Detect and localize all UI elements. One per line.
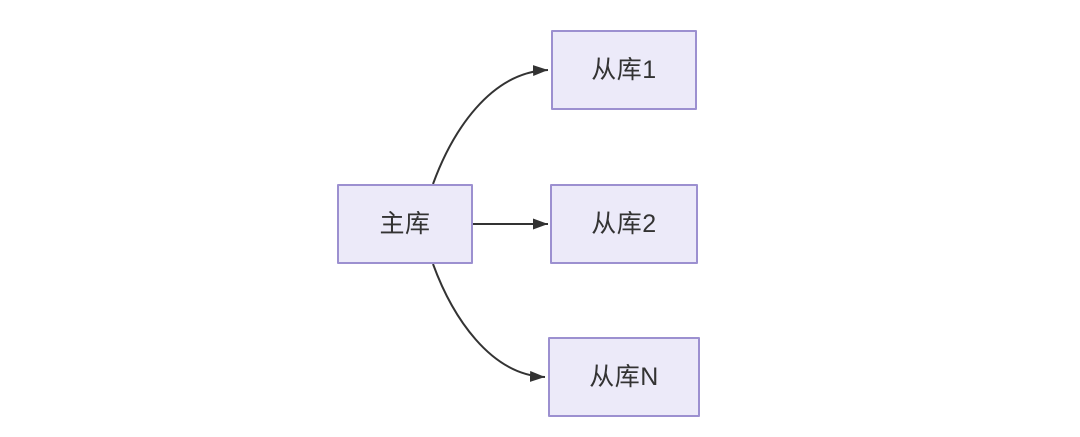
edge-master-to-slave1: [432, 65, 549, 185]
node-slave-db-n: 从库N: [548, 337, 700, 417]
node-master-db-label: 主库: [379, 209, 431, 238]
node-slave-db-1-label: 从库1: [591, 55, 657, 84]
node-master-db: 主库: [337, 184, 473, 264]
node-slave-db-2: 从库2: [550, 184, 698, 264]
node-slave-db-2-label: 从库2: [591, 209, 657, 238]
edge-master-to-slaveN: [432, 263, 546, 382]
node-slave-db-n-label: 从库N: [589, 362, 659, 391]
node-slave-db-1: 从库1: [551, 30, 697, 110]
